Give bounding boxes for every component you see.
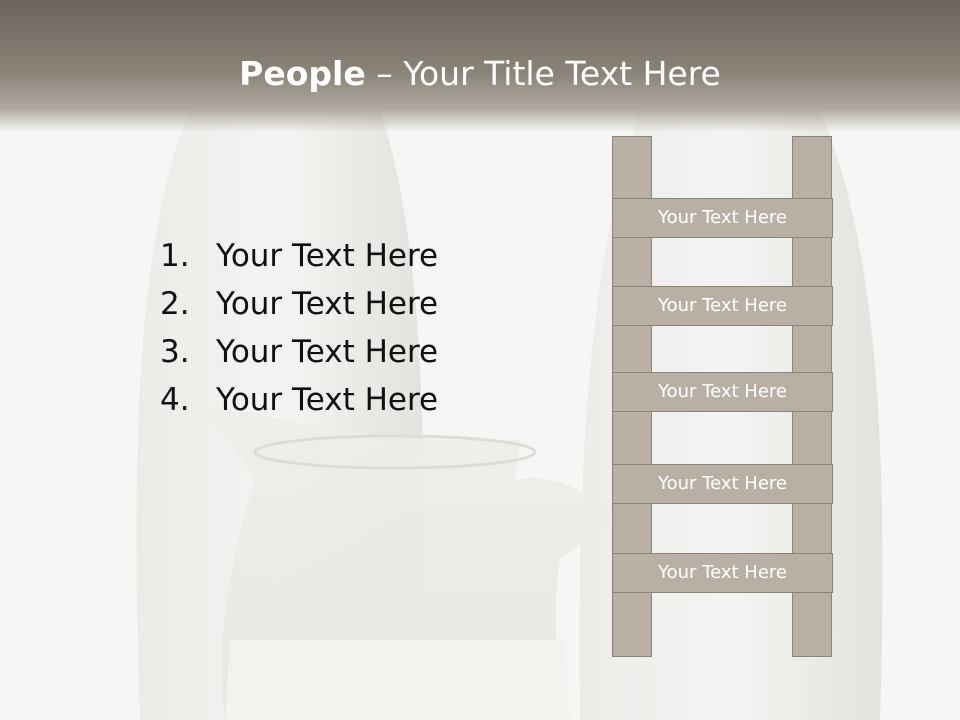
list-item: 1. Your Text Here [160,232,438,280]
ladder-rung-3: Your Text Here [612,372,833,412]
list-item-text: Your Text Here [216,334,439,370]
ladder-rung-2: Your Text Here [612,286,833,326]
title-text: – Your Title Text Here [365,54,721,93]
ladder-rung-4: Your Text Here [612,464,833,504]
ladder-diagram: Your Text Here Your Text Here Your Text … [612,136,833,657]
title-bold-word: People [239,54,366,93]
list-item-text: Your Text Here [216,286,439,322]
list-item-number: 2. [160,286,190,322]
ladder-rung-1: Your Text Here [612,198,833,238]
list-item: 2. Your Text Here [160,280,438,328]
list-item-number: 4. [160,382,190,418]
list-item: 4. Your Text Here [160,376,438,424]
title-bar [0,0,960,132]
slide-title: People – Your Title Text Here [0,52,960,96]
list-item-number: 1. [160,238,190,274]
ladder-rung-5: Your Text Here [612,553,833,593]
list-item-number: 3. [160,334,190,370]
list-item-text: Your Text Here [216,238,439,274]
numbered-list: 1. Your Text Here 2. Your Text Here 3. Your… [160,232,438,424]
list-item: 3. Your Text Here [160,328,438,376]
list-item-text: Your Text Here [216,382,439,418]
